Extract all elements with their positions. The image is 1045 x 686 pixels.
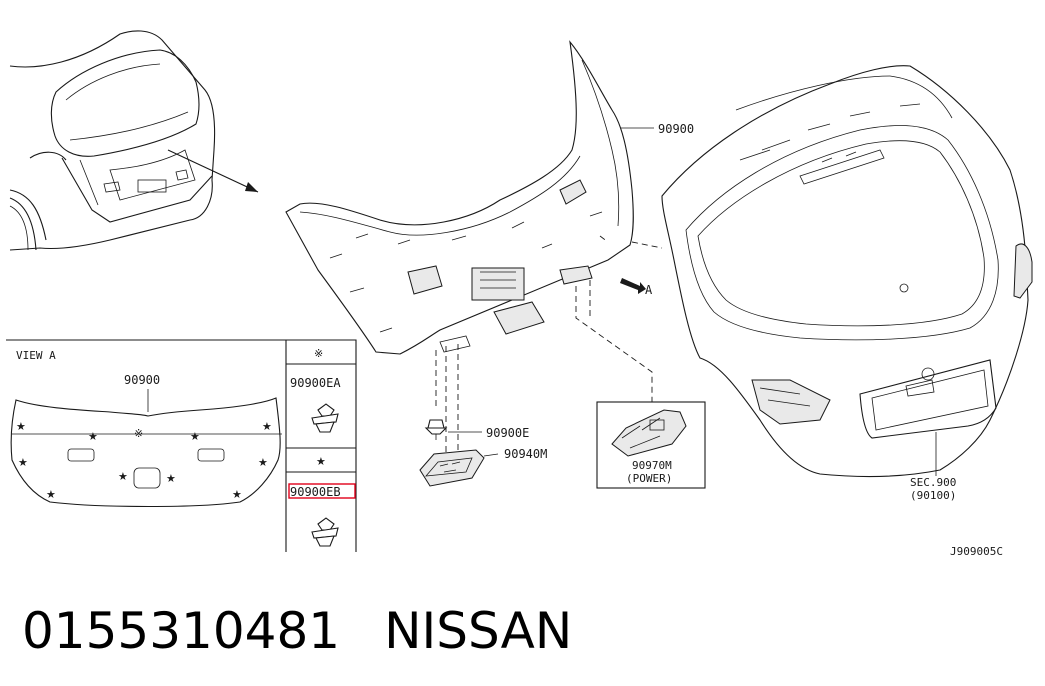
brand-name: NISSAN [384,602,573,660]
handle-label: 90940M [504,447,547,461]
switch-note-label: (POWER) [626,472,672,485]
svg-text:★: ★ [118,470,128,483]
view-label: VIEW A [16,349,56,362]
part-caption: 0155310481 NISSAN [22,596,572,666]
clip-eb-label: 90900EB [290,485,341,499]
svg-text:★: ★ [190,430,200,443]
vehicle-rear-perspective [9,30,259,251]
svg-text:★: ★ [262,420,272,433]
clip-ea-label: 90900EA [290,376,341,390]
sec-sub-label: (90100) [910,489,956,502]
symbol-eb: ★ [316,455,326,468]
view-arrow-label: A [645,283,653,297]
back-door-assembly: SEC.900 (90100) [661,65,1033,502]
handle-90940m: 90940M [419,447,547,487]
tailgate-trim-panel [285,40,654,355]
diagram-code: J909005C [950,545,1003,558]
switch-label: 90970M [632,459,672,472]
clip-eb-highlight [288,483,356,499]
svg-text:★: ★ [16,420,26,433]
switch-90970m-box: 90970M (POWER) [596,401,706,489]
svg-text:★: ★ [258,456,268,469]
svg-text:★: ★ [46,488,56,501]
part-number: 0155310481 [22,602,341,660]
clip-90900e: 90900E [424,419,529,440]
svg-text:★: ★ [88,430,98,443]
view-a-panel: VIEW A 90900 ★ ★ ★ ★ ★ ★ ★ ★ ★ ★ ※ ※ 909… [6,339,357,552]
sec-ref-label: SEC.900 [910,476,956,489]
parts-diagram: A SEC.900 (90100) 90900E 90940M [6,30,1033,558]
view-asterisk: ※ [134,427,143,440]
svg-text:★: ★ [166,472,176,485]
projection-lines [435,235,663,452]
symbol-ea: ※ [314,347,323,360]
clip-ea-drawing [311,403,339,433]
clip-e-label: 90900E [486,426,529,440]
view-a-stars: ★ ★ ★ ★ ★ ★ ★ ★ ★ ★ [16,420,272,501]
clip-eb-drawing [311,517,339,547]
view-a-arrow: A [620,278,653,297]
svg-text:★: ★ [232,488,242,501]
trim-main-label: 90900 [658,122,694,136]
view-trim-label: 90900 [124,373,160,387]
svg-text:★: ★ [18,456,28,469]
